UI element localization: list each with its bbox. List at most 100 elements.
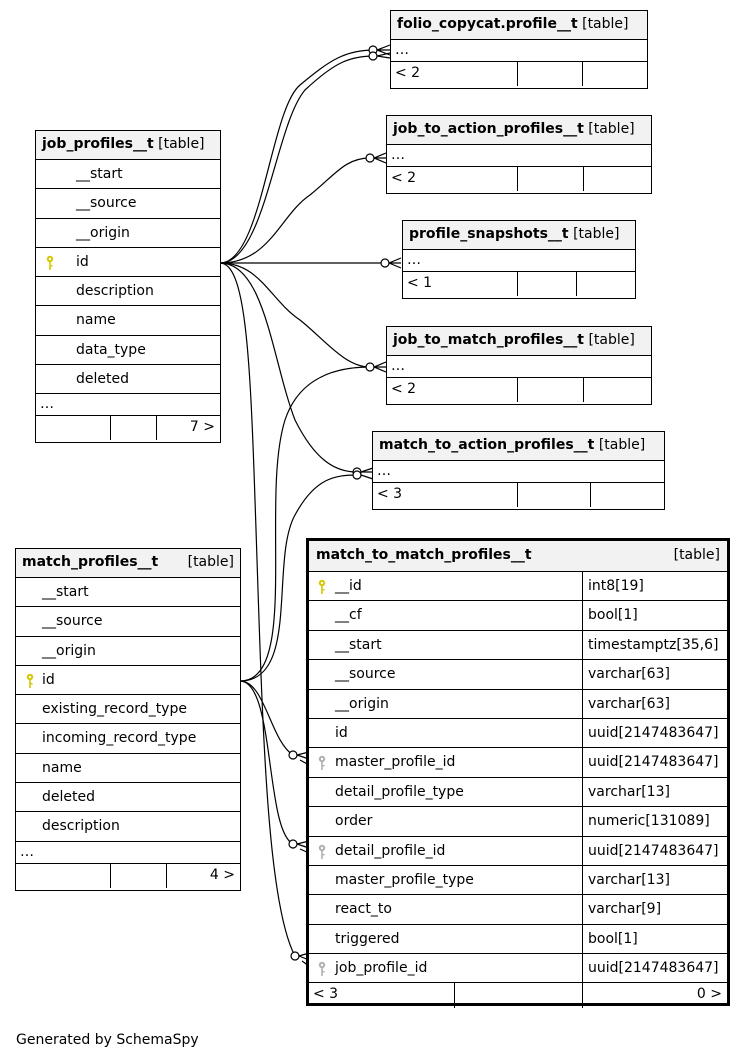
column-name-cell: __cf	[309, 601, 583, 630]
column-type: numeric[131089]	[588, 813, 710, 830]
column-type: timestamptz[35,6]	[588, 636, 719, 653]
children-count[interactable]: 4 >	[209, 866, 235, 883]
column-row-primary-key[interactable]: id	[36, 248, 220, 278]
column-name: __origin	[335, 695, 389, 712]
table-job-profiles[interactable]: job_profiles__t [table] __start __source…	[35, 130, 221, 443]
ellipsis-row: …	[387, 356, 651, 378]
column-name: master_profile_id	[335, 754, 456, 771]
footer-cell	[518, 167, 584, 191]
column-name-cell: detail_profile_type	[309, 777, 583, 807]
column-row[interactable]: order numeric[131089]	[309, 807, 727, 837]
column-name-cell: order	[309, 807, 583, 836]
children-count[interactable]: 0 >	[696, 986, 722, 1003]
foreign-key-icon	[318, 844, 326, 859]
column-row[interactable]: __source varchar[63]	[309, 660, 727, 690]
column-row[interactable]: name	[16, 754, 240, 784]
relation-job-to-match-to-action	[219, 262, 358, 473]
parents-count[interactable]: < 1	[403, 272, 518, 296]
table-match-to-action-profiles[interactable]: match_to_action_profiles__t [table] … < …	[372, 431, 665, 510]
column-row[interactable]: __source	[16, 607, 240, 637]
relation-job-to-folio-copycat-a	[219, 49, 376, 264]
parents-count[interactable]: < 2	[387, 167, 518, 191]
column-row[interactable]: description	[16, 812, 240, 842]
column-row[interactable]: description	[36, 277, 220, 307]
relation-job-to-job-to-action	[219, 157, 371, 264]
ellipsis-row: …	[16, 842, 240, 864]
parents-count[interactable]: < 2	[391, 62, 518, 86]
relation-match-to-match-to-action	[239, 474, 358, 682]
column-row[interactable]: existing_record_type	[16, 695, 240, 725]
column-row[interactable]: id uuid[2147483647]	[309, 718, 727, 749]
column-row[interactable]: incoming_record_type	[16, 724, 240, 754]
relation-job-to-job-to-match	[219, 262, 371, 368]
ellipsis-row: …	[373, 461, 664, 483]
column-type: varchar[13]	[588, 783, 670, 800]
column-row[interactable]: detail_profile_type varchar[13]	[309, 777, 727, 808]
column-type: varchar[13]	[588, 871, 670, 888]
table-match-profiles[interactable]: match_profiles__t[table] __start __sourc…	[15, 548, 241, 891]
parents-count[interactable]: < 2	[387, 378, 518, 402]
column-name-cell: detail_profile_id	[309, 836, 583, 865]
column-row[interactable]: deleted	[16, 783, 240, 813]
table-job-to-action-profiles[interactable]: job_to_action_profiles__t [table] … < 2	[386, 115, 652, 194]
relation-match-to-job-to-match	[239, 366, 371, 682]
column-row[interactable]: __start timestamptz[35,6]	[309, 630, 727, 661]
column-name: order	[335, 813, 373, 830]
table-header: match_to_action_profiles__t [table]	[373, 432, 664, 461]
table-footer: < 2	[391, 62, 647, 86]
ellipsis-row: …	[36, 394, 220, 417]
primary-key-icon	[318, 579, 326, 594]
generated-by-footer: Generated by SchemaSpy	[16, 1032, 199, 1048]
column-name: __source	[335, 666, 396, 683]
column-row[interactable]: name	[36, 306, 220, 336]
table-profile-snapshots[interactable]: profile_snapshots__t [table] … < 1	[402, 220, 636, 299]
footer-cell	[455, 983, 583, 1009]
table-folio-copycat-profile[interactable]: folio_copycat.profile__t [table] … < 2	[390, 10, 648, 89]
table-footer: 7 >	[36, 416, 220, 441]
table-footer: < 3	[373, 483, 664, 507]
footer-cell	[584, 167, 651, 191]
column-row[interactable]: __start	[36, 160, 220, 190]
column-row-primary-key[interactable]: id	[16, 666, 240, 696]
column-name-cell: id	[309, 718, 583, 748]
column-name: id	[335, 724, 348, 741]
footer-cell	[518, 272, 577, 296]
ellipsis-row: …	[391, 40, 647, 62]
footer-cell	[591, 483, 664, 507]
relation-job-to-match-to-match	[219, 262, 296, 957]
table-footer: < 2	[387, 378, 651, 402]
column-row[interactable]: __source	[36, 189, 220, 219]
column-row[interactable]: __start	[16, 578, 240, 608]
parents-count[interactable]: < 3	[309, 983, 455, 1009]
column-row[interactable]: __origin	[36, 219, 220, 248]
column-name-cell: job_profile_id	[309, 954, 583, 983]
parents-count[interactable]: < 3	[373, 483, 518, 507]
column-row[interactable]: deleted	[36, 365, 220, 395]
footer-cell	[16, 863, 111, 888]
column-type: varchar[63]	[588, 666, 670, 683]
column-type: varchar[9]	[588, 901, 662, 918]
column-row[interactable]: data_type	[36, 336, 220, 366]
children-count[interactable]: 7 >	[189, 419, 215, 436]
column-name: detail_profile_id	[335, 842, 446, 859]
relation-job-to-folio-copycat-b	[219, 55, 376, 264]
primary-key-icon	[26, 673, 34, 688]
column-name-cell: __start	[309, 630, 583, 660]
column-row[interactable]: __origin	[16, 637, 240, 666]
table-footer: < 1	[403, 272, 635, 296]
column-type: uuid[2147483647]	[588, 724, 719, 741]
ellipsis-row: …	[387, 145, 651, 167]
table-job-to-match-profiles[interactable]: job_to_match_profiles__t [table] … < 2	[386, 326, 652, 405]
footer-cell	[518, 483, 591, 507]
